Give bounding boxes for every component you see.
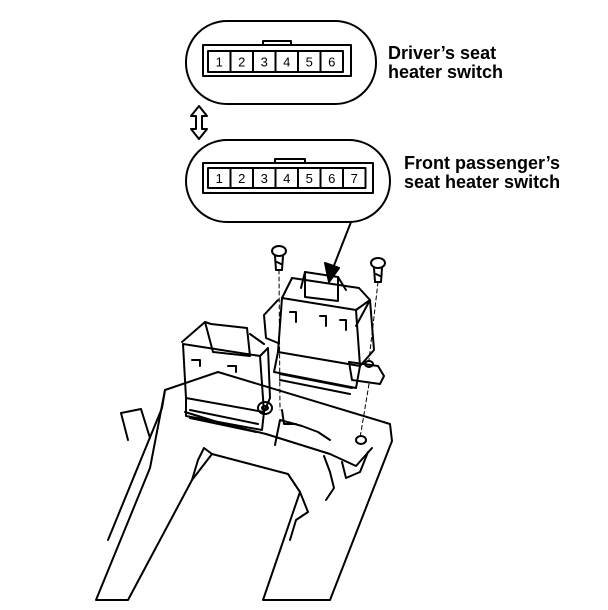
passenger-pin-number: 6 <box>328 171 335 186</box>
driver-callout-bubble <box>185 20 377 105</box>
passenger-callout-bubble <box>185 139 391 223</box>
passenger-connector-housing <box>202 162 374 194</box>
driver-pin-number: 5 <box>306 55 313 70</box>
driver-connector-latch <box>262 40 292 46</box>
passenger-pin-number: 3 <box>261 171 268 186</box>
driver-pin-number: 2 <box>238 55 245 70</box>
passenger-switch-label: Front passenger’s seat heater switch <box>404 154 560 192</box>
driver-pin-number: 1 <box>216 55 223 70</box>
passenger-pin-number: 4 <box>283 171 290 186</box>
passenger-pin-cell <box>342 167 367 189</box>
driver-pin-number: 3 <box>261 55 268 70</box>
driver-connector-housing <box>202 44 352 77</box>
driver-label-line1: Driver’s seat <box>388 43 497 63</box>
driver-pin-cell <box>319 50 344 73</box>
right-screw <box>359 257 386 439</box>
driver-label-line2: heater switch <box>388 62 504 82</box>
passenger-pin-number: 2 <box>238 171 245 186</box>
console-base <box>95 371 393 601</box>
driver-pin-number: 4 <box>283 55 290 70</box>
passenger-label-line2: seat heater switch <box>404 172 561 192</box>
passenger-pin-number: 1 <box>216 171 223 186</box>
mount-hole <box>355 435 367 445</box>
driver-switch <box>181 321 273 433</box>
double-arrow-icon <box>190 105 208 140</box>
pointer-arrow <box>324 221 352 283</box>
passenger-label-line1: Front passenger’s <box>404 153 561 173</box>
driver-switch-label: Driver’s seat heater switch <box>388 44 503 82</box>
passenger-connector-latch <box>274 158 306 164</box>
passenger-switch <box>263 271 385 395</box>
driver-pin-number: 6 <box>328 55 335 70</box>
passenger-pin-number: 5 <box>306 171 313 186</box>
passenger-pin-number: 7 <box>351 171 358 186</box>
